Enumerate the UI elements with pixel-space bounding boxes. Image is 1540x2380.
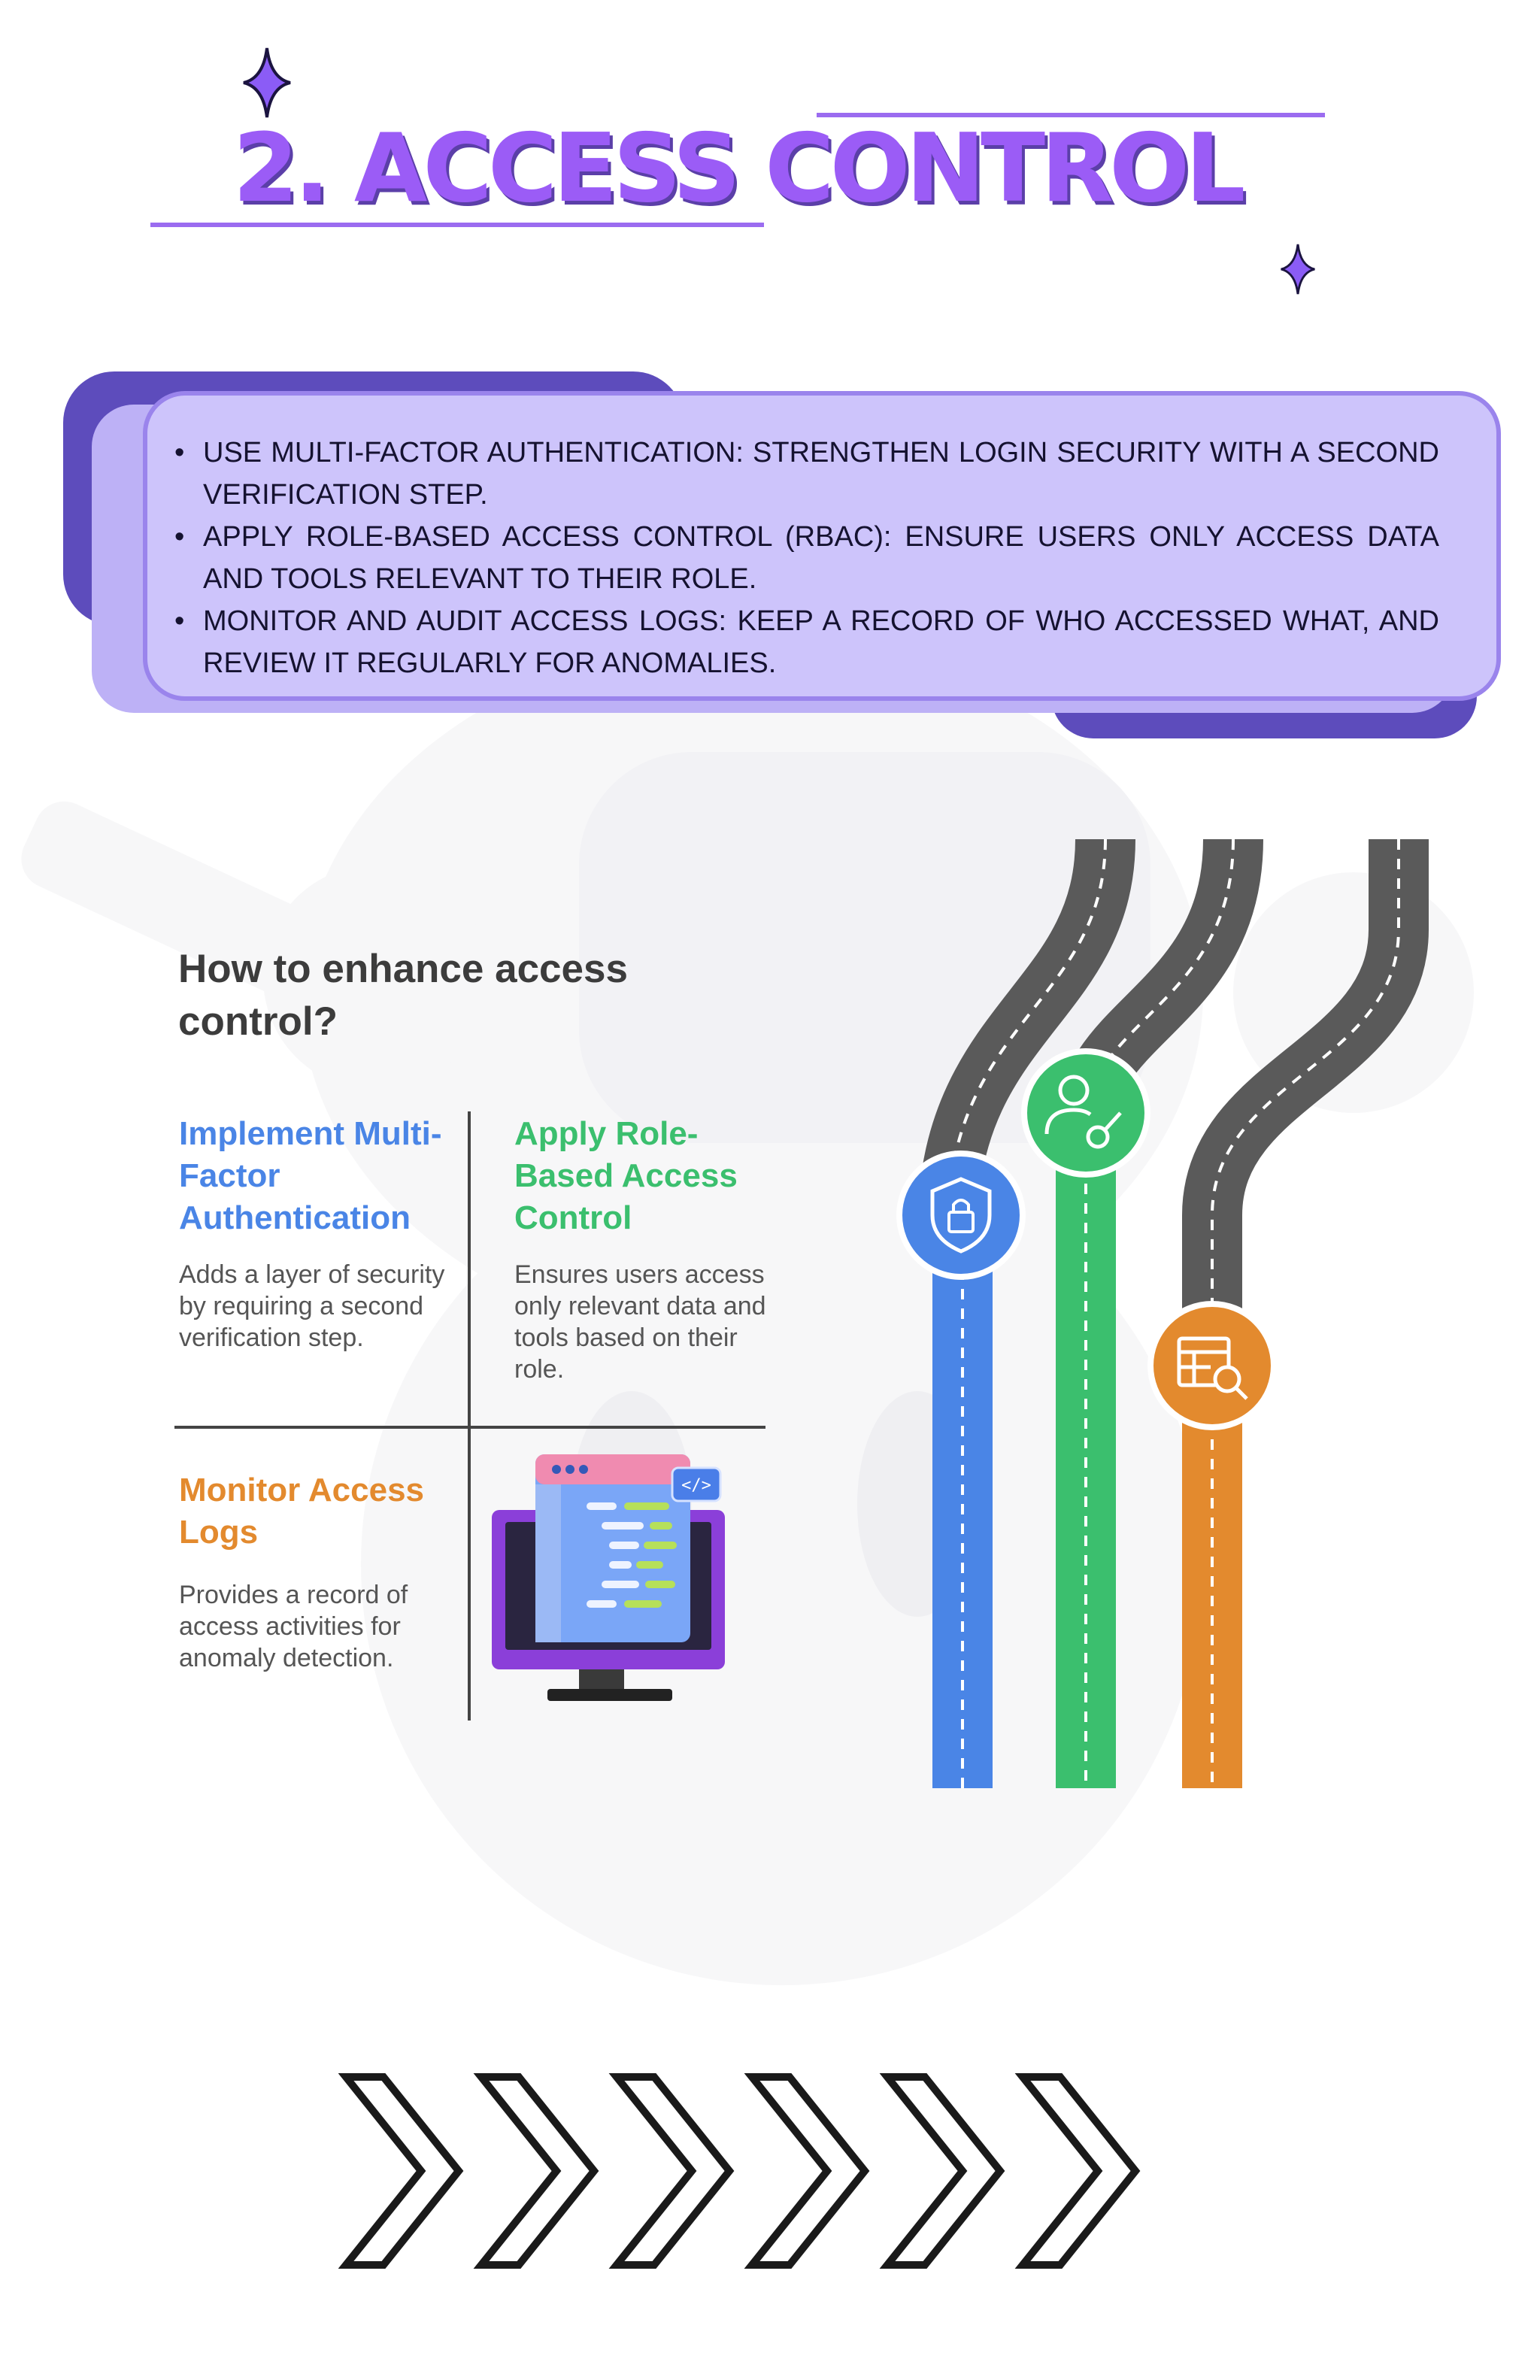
- shield-lock-icon: [896, 1151, 1026, 1280]
- rbac-description: Ensures users access only relevant data …: [514, 1260, 766, 1384]
- divider-horizontal: [174, 1426, 765, 1429]
- code-tag-label: </>: [681, 1476, 711, 1495]
- bullet-item: •USE MULTI-FACTOR AUTHENTICATION: STRENG…: [174, 437, 1439, 511]
- access-logs-title: Monitor Access Logs: [179, 1472, 425, 1551]
- bullet-list: •USE MULTI-FACTOR AUTHENTICATION: STRENG…: [174, 432, 1439, 684]
- mfa-title: Implement Multi-Factor Authentication: [179, 1115, 442, 1236]
- bullet-text: MONITOR AND AUDIT ACCESS LOGS: KEEP A RE…: [203, 605, 1439, 679]
- user-key-icon: [1021, 1048, 1150, 1178]
- title-underline-bottom: [150, 223, 764, 227]
- rbac-title: Apply Role-Based Access Control: [514, 1115, 738, 1236]
- sparkle-icon: [243, 47, 291, 118]
- bullet-text: USE MULTI-FACTOR AUTHENTICATION: STRENGT…: [203, 437, 1439, 511]
- sparkle-icon: [1281, 244, 1315, 295]
- bullet-item: •APPLY ROLE-BASED ACCESS CONTROL (RBAC):…: [174, 521, 1439, 595]
- access-logs-description: Provides a record of access activities f…: [179, 1581, 408, 1672]
- page-title: 2. ACCESS CONTROL: [232, 113, 1245, 223]
- table-search-icon: [1147, 1301, 1277, 1430]
- code-monitor-icon: </>: [492, 1454, 725, 1701]
- divider-vertical: [468, 1111, 471, 1721]
- infographic-heading: How to enhance access control?: [178, 947, 628, 1044]
- bullet-card: [143, 391, 1501, 701]
- bullet-text: APPLY ROLE-BASED ACCESS CONTROL (RBAC): …: [203, 521, 1439, 595]
- chevron-arrows-icon: [338, 2073, 1141, 2269]
- mfa-description: Adds a layer of security by requiring a …: [179, 1260, 445, 1352]
- title-underline-top: [817, 113, 1325, 117]
- roads-illustration: [896, 839, 1429, 1788]
- bullet-item: •MONITOR AND AUDIT ACCESS LOGS: KEEP A R…: [174, 605, 1439, 679]
